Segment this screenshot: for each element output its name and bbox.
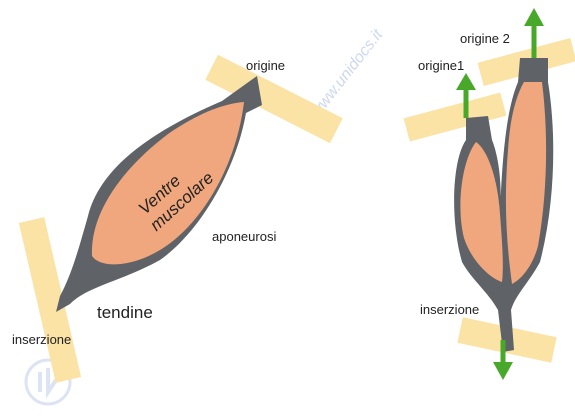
label-insertion-left: inserzione	[12, 332, 71, 347]
label-origin-2: origine 2	[460, 31, 510, 46]
label-origin-1: origine1	[418, 58, 464, 73]
label-insertion-right: inserzione	[420, 302, 479, 317]
watermark-text: www.unidocs.it	[308, 26, 387, 120]
label-origin-left: origine	[246, 58, 285, 73]
label-tendon: tendine	[97, 303, 153, 322]
label-aponeurosis: aponeurosi	[212, 229, 276, 244]
